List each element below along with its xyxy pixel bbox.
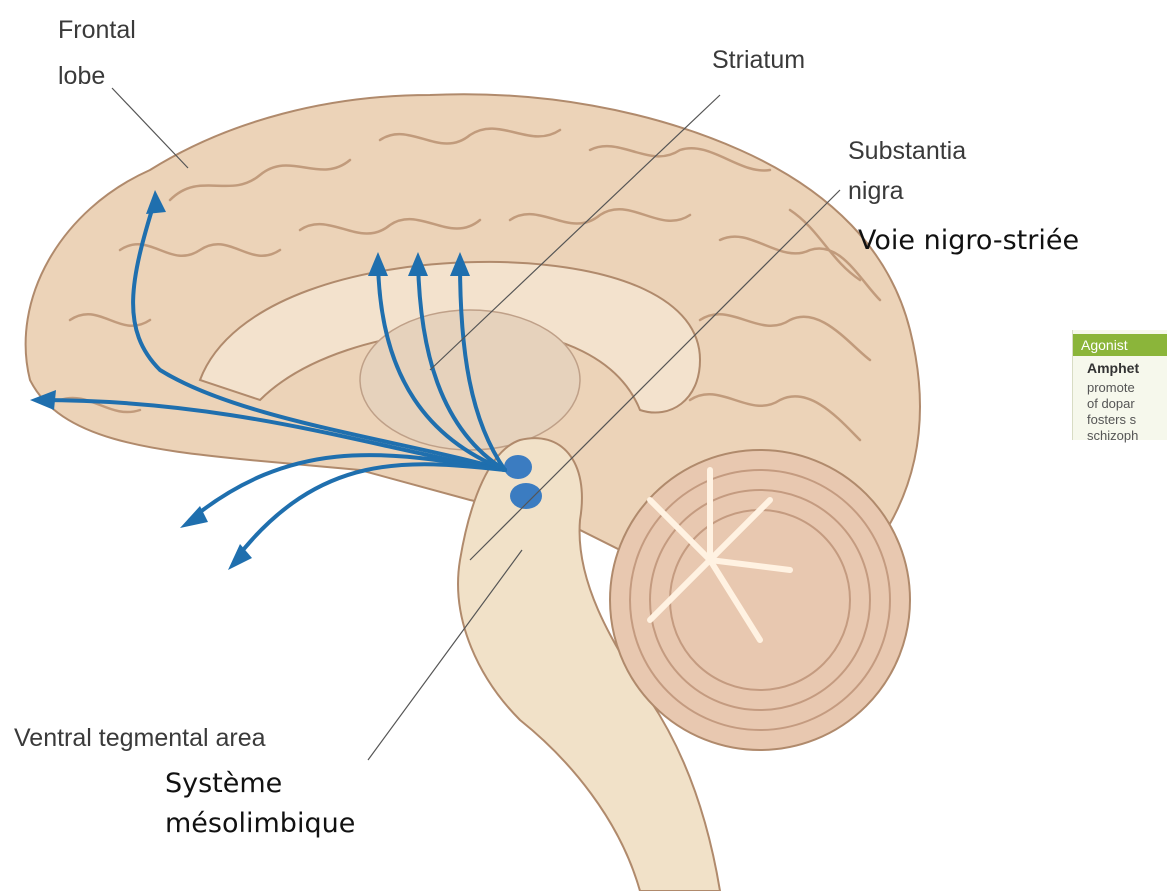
inset-line: fosters s xyxy=(1087,412,1136,427)
inset-line: promote xyxy=(1087,380,1135,395)
frontal-lobe-label-line1: Frontal xyxy=(58,14,136,46)
agonist-inset: Agonist Amphet promote of dopar fosters … xyxy=(1072,330,1167,440)
cerebellum xyxy=(610,450,910,750)
nigrostriatal-pathway-label: Voie nigro-striée xyxy=(858,223,1079,259)
substantia-nigra-label-line2: nigra xyxy=(848,175,904,207)
ventral-tegmental-blob xyxy=(510,483,542,509)
striatum-label: Striatum xyxy=(712,44,805,76)
substantia-nigra-label-line1: Substantia xyxy=(848,135,966,167)
ventral-tegmental-area-label: Ventral tegmental area xyxy=(14,722,266,754)
frontal-lobe-label-line2: lobe xyxy=(58,60,105,92)
mesolimbic-system-label-line1: Système xyxy=(165,766,282,802)
inset-line: of dopar xyxy=(1087,396,1135,411)
inset-line: schizoph xyxy=(1087,428,1138,443)
inset-bold-text: Amphet xyxy=(1087,360,1139,376)
substantia-nigra-blob xyxy=(504,455,532,479)
inset-header: Agonist xyxy=(1073,334,1167,356)
mesolimbic-system-label-line2: mésolimbique xyxy=(165,806,355,842)
